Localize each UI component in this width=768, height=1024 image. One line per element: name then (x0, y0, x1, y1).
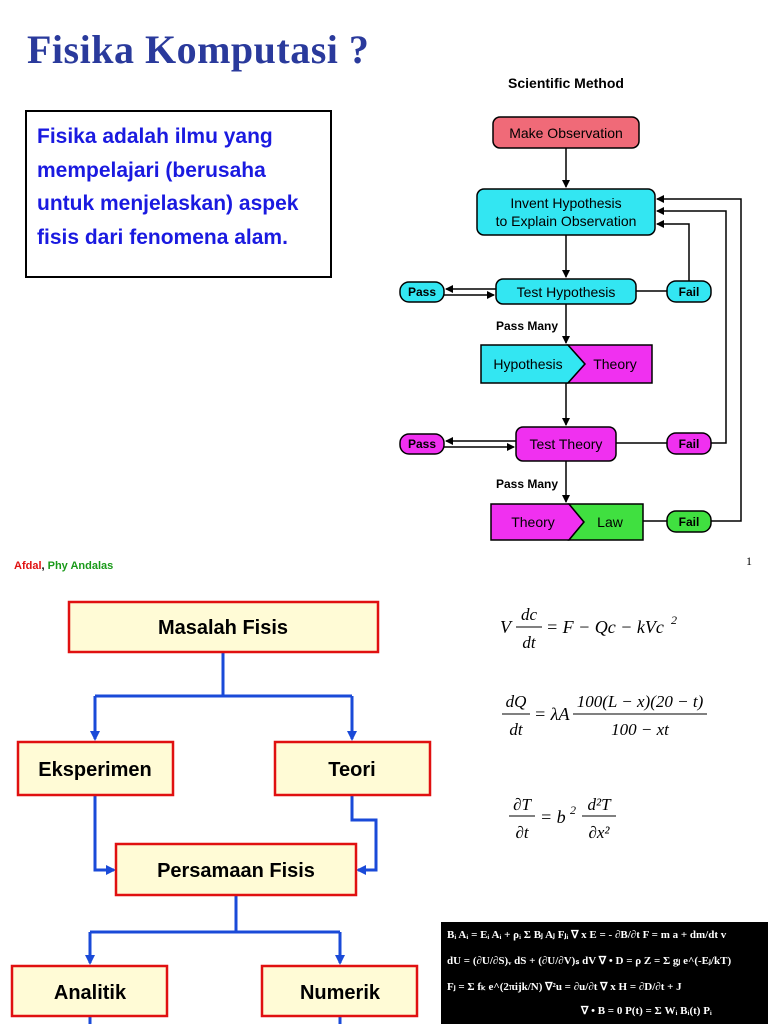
pass-box-1 (399, 281, 445, 303)
eq1-numerator: dc (521, 605, 538, 624)
footer-affiliation: Phy Andalas (47, 560, 114, 572)
eksperimen-label: Eksperimen (38, 759, 151, 781)
eq3-fraction-numerator: d²T (587, 795, 612, 814)
footer-author: Afdal (14, 560, 42, 572)
equation-1: V dc dt = F − Qc − kVc 2 (500, 605, 677, 652)
numerik-label: Numerik (300, 982, 381, 1004)
eq3-numerator: ∂T (513, 795, 532, 814)
physics-flowchart: Masalah Fisis Eksperimen Teori Persamaan… (10, 600, 707, 1024)
analitik-box (10, 964, 169, 1018)
hypothesis-label: Hypothesis (493, 356, 562, 372)
page-number: 1 (746, 554, 752, 568)
pass-many-label-1: Pass Many (496, 319, 558, 333)
theory-shape (566, 344, 653, 384)
definition-box: Fisika adalah ilmu yang mempelajari (ber… (25, 110, 332, 278)
eq1-v: V (500, 617, 513, 637)
numerik-box (260, 964, 419, 1018)
eq1-rhs: = F − Qc − kVc (546, 617, 664, 637)
slide-title: Fisika Komputasi ? (27, 27, 370, 72)
equation-3: ∂T ∂t = b 2 d²T ∂x² (509, 795, 616, 842)
eq3-denominator: ∂t (515, 823, 529, 842)
fail-label-1: Fail (679, 285, 700, 299)
eq1-denominator: dt (522, 633, 537, 652)
eq2-denominator: dt (509, 720, 524, 739)
theory-label-2: Theory (511, 514, 555, 530)
eq3-superscript: 2 (570, 803, 576, 817)
collage-line-4: ∇ • B = 0 P(t) = Σ Wᵢ Bᵢ(t) Pᵢ (581, 1005, 712, 1017)
make-observation-label: Make Observation (509, 125, 623, 141)
test-hypothesis-label: Test Hypothesis (517, 284, 616, 300)
fail-label-2: Fail (679, 437, 700, 451)
pass-box-2 (399, 433, 445, 455)
invent-hypothesis-line2: to Explain Observation (496, 213, 637, 229)
invent-hypothesis-line1: Invent Hypothesis (510, 195, 621, 211)
diagram-connectors (444, 148, 742, 522)
collage-line-3: Fⱼ = Σ fₖ e^(2πijk/N) ∇²u = ∂u/∂t ∇ x H … (447, 981, 682, 993)
eq1-superscript: 2 (671, 613, 677, 627)
footer: Afdal, Phy Andalas (14, 560, 113, 572)
eq3-middle: = b (540, 807, 566, 827)
slide-2: Masalah Fisis Eksperimen Teori Persamaan… (0, 582, 768, 1024)
eq2-numerator: dQ (506, 692, 527, 711)
persamaan-fisis-label: Persamaan Fisis (157, 860, 315, 882)
analitik-label: Analitik (54, 982, 127, 1004)
eq2-fraction-numerator: 100(L − x)(20 − t) (577, 692, 704, 711)
scientific-method-diagram: Scientific Method Make Observation Inven… (399, 75, 742, 541)
pass-label-2: Pass (408, 437, 436, 451)
collage-line-2: dU = (∂U/∂S)ᵥ dS + (∂U/∂V)ₛ dV ∇ • D = ρ… (447, 955, 732, 967)
slide-1: Fisika Komputasi ? Fisika adalah ilmu ya… (14, 27, 752, 572)
equation-collage: Bᵢ Aᵢ = Eᵢ Aᵢ + ρᵢ Σ Bⱼ Aⱼ Fⱼᵢ ∇ x E = -… (441, 922, 768, 1024)
fail-label-3: Fail (679, 515, 700, 529)
eq3-fraction-denominator: ∂x² (588, 823, 610, 842)
teori-label: Teori (328, 759, 375, 781)
footer-separator: , (41, 560, 48, 572)
eq2-fraction-denominator: 100 − xt (611, 720, 670, 739)
eq2-middle: = λA (534, 704, 570, 724)
law-label: Law (597, 514, 624, 530)
teori-box (273, 740, 432, 797)
test-theory-label: Test Theory (530, 436, 603, 452)
eksperimen-box (16, 740, 175, 797)
pass-many-label-2: Pass Many (496, 477, 558, 491)
diagram-title: Scientific Method (508, 75, 624, 91)
collage-line-1: Bᵢ Aᵢ = Eᵢ Aᵢ + ρᵢ Σ Bⱼ Aⱼ Fⱼᵢ ∇ x E = -… (447, 929, 727, 941)
flow-connectors (85, 652, 378, 1024)
persamaan-fisis-box (114, 842, 358, 897)
equation-2: dQ dt = λA 100(L − x)(20 − t) 100 − xt (502, 692, 707, 739)
law-shape (567, 503, 644, 541)
masalah-fisis-box (67, 600, 380, 654)
theory-label-1: Theory (593, 356, 637, 372)
pass-label-1: Pass (408, 285, 436, 299)
masalah-fisis-label: Masalah Fisis (158, 617, 288, 639)
